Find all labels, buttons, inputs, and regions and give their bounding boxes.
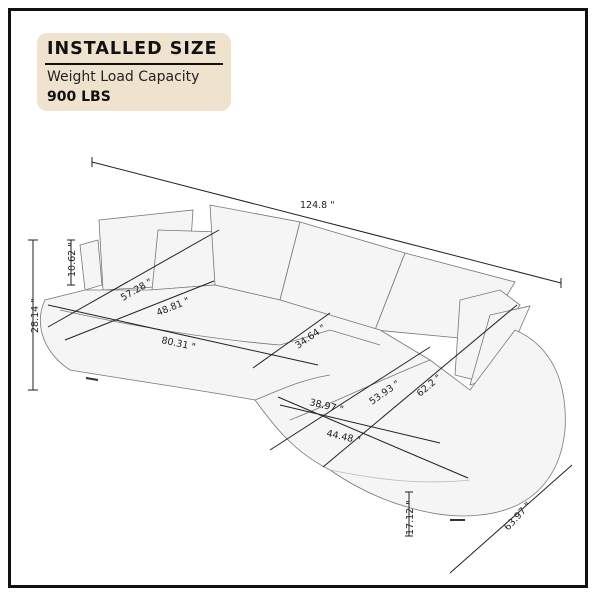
pillow-left-small [79,239,103,291]
image-frame [8,8,588,588]
sofa-sketch [39,204,566,521]
sofa-base [39,284,566,517]
dimension-lines [28,157,573,574]
badge-title: INSTALLED SIZE [47,39,218,59]
weight-capacity-label: Weight Load Capacity [47,69,200,85]
dim-total-height: 28.14 " [30,298,41,333]
dim-pillow-height: 10.62 " [67,242,78,277]
dim-overall-length: 124.8 " [300,200,335,211]
pillow-left-front [151,229,221,291]
badge-divider [45,63,223,65]
dim-seat-height: 17.12 " [405,500,416,535]
installed-size-badge: INSTALLED SIZE Weight Load Capacity 900 … [37,33,231,111]
weight-capacity-value: 900 LBS [47,89,111,105]
